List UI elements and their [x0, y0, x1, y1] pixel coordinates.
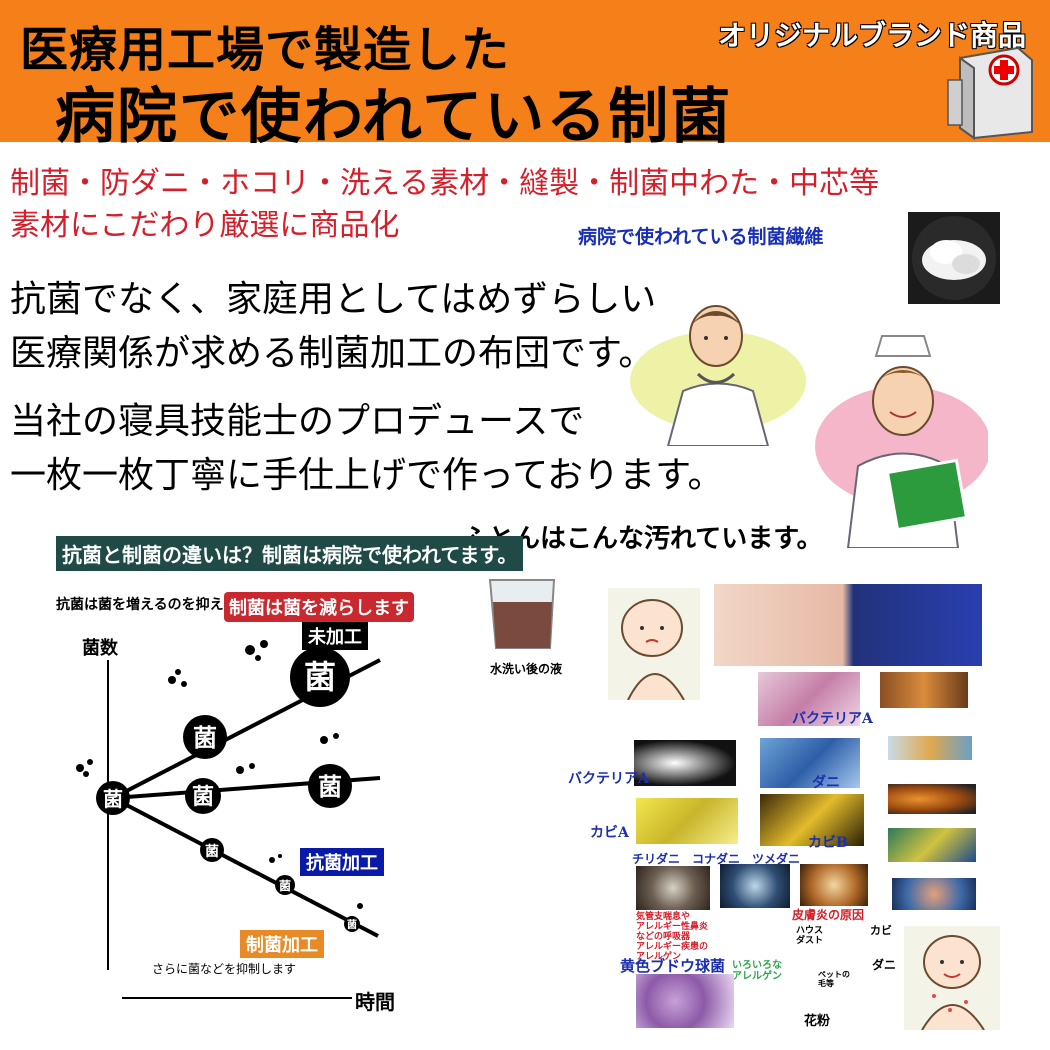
staph-photo	[636, 974, 734, 1028]
sick-baby-illustration	[608, 588, 700, 700]
chart-title: 抗菌と制菌の違いは？制菌は病院で使われてます。	[56, 536, 524, 571]
kabi-b-label: カビB	[808, 835, 848, 851]
mold-a-photo	[636, 798, 738, 844]
first-aid-cabinet-icon	[947, 46, 1033, 140]
staph-label: 黄色ブドウ球菌	[620, 957, 726, 975]
wash-liquid-label: 水洗い後の液	[490, 662, 563, 676]
bacteria-orange-photo	[888, 784, 976, 814]
svg-text:菌: 菌	[205, 843, 219, 860]
node-sterile-1: 菌	[200, 838, 224, 862]
chart-antibac-note: 抗菌は菌を増えるのを抑えるだけ	[56, 597, 266, 613]
bacteria-rod-photo	[880, 672, 968, 708]
svg-text:菌: 菌	[192, 785, 214, 810]
various-allergen-label: いろいろなアレルゲン	[732, 960, 782, 982]
line-sterile	[112, 796, 379, 938]
dani-label-1: ダニ	[812, 775, 840, 791]
bacteria-a-label-1: バクテリアA	[792, 711, 873, 727]
node-untreated-1: 菌	[183, 715, 227, 759]
bacteria-a-label-2: バクテリアA	[568, 771, 649, 787]
body-line4: 一枚一枚丁寧に手仕上げで作っております。	[10, 455, 724, 496]
chart-note: さらに菌などを抑制します	[152, 962, 297, 976]
mite-names-label: チリダニ コナダニ ツメダニ	[632, 852, 801, 866]
tag-sterile: 制菌加工	[240, 930, 324, 958]
pollen-label: 花粉	[804, 1014, 831, 1029]
skin-disease-label: 皮膚炎の原因	[792, 908, 865, 922]
mite-closeup-photo	[892, 878, 976, 910]
fiber-photo	[908, 212, 1000, 304]
chart-sterile-note: 制菌は菌を減らします	[224, 592, 414, 622]
dust-mite-photo	[636, 866, 710, 910]
mite-tan-photo	[888, 736, 972, 760]
flour-mite-photo	[720, 864, 790, 908]
sleeping-people-photo	[714, 584, 982, 666]
body-line3: 当社の寝具技能士のプロデュースで	[10, 401, 585, 442]
doctor-illustration	[630, 305, 806, 446]
node-sterile-2: 菌	[275, 875, 295, 895]
tag-antibac: 抗菌加工	[300, 848, 384, 876]
mold-green-photo	[888, 828, 976, 862]
bacteria-em-photo	[634, 740, 736, 786]
bacteria-growth-diagram: 菌 菌 菌 菌 菌 菌 菌 菌	[76, 640, 381, 999]
nurse-illustration	[815, 335, 988, 548]
mite-cluster-icon	[76, 640, 363, 909]
bacteria-a-photo	[758, 672, 860, 726]
node-untreated-2: 菌	[290, 647, 350, 707]
header-title-line2: 病院で使われている制菌	[55, 82, 733, 152]
node-origin: 菌	[96, 781, 130, 815]
svg-text:菌: 菌	[347, 918, 357, 931]
brand-label: オリジナルブランド商品	[718, 19, 1027, 52]
body-line1: 抗菌でなく、家庭用としてはめずらしい	[10, 279, 657, 320]
header-banner	[0, 0, 1050, 142]
node-sterile-3: 菌	[344, 916, 360, 932]
materials-line1: 制菌・防ダニ・ホコリ・洗える素材・縫製・制菌中わた・中芯等	[10, 166, 880, 201]
node-antibac-1: 菌	[185, 778, 221, 814]
chart-x-label: 時間	[355, 990, 395, 1014]
fiber-label: 病院で使われている制菌繊維	[578, 226, 824, 248]
node-antibac-2: 菌	[308, 764, 352, 808]
tag-untreated: 未加工	[302, 622, 368, 650]
svg-text:菌: 菌	[193, 724, 217, 752]
header-title-line1: 医療用工場で製造した	[20, 22, 511, 78]
cheyletid-mite-photo	[800, 864, 868, 906]
svg-text:菌: 菌	[279, 878, 291, 893]
dani-label-2: ダニ	[872, 958, 897, 972]
beaker-photo	[488, 579, 556, 649]
kabi-a-label: カビA	[590, 825, 629, 841]
house-dust-label: ハウスダスト	[796, 926, 824, 946]
pet-hair-label: ペットの毛等	[818, 970, 850, 988]
materials-line2: 素材にこだわり厳選に商品化	[10, 208, 400, 243]
kabi-label: カビ	[870, 924, 892, 937]
svg-text:菌: 菌	[304, 658, 336, 696]
body-line2: 医療関係が求める制菌加工の布団です。	[10, 333, 655, 374]
mold-b-photo	[760, 794, 864, 846]
svg-text:菌: 菌	[318, 773, 342, 801]
itchy-baby-illustration	[904, 926, 1000, 1030]
chart-y-label: 菌数	[82, 638, 118, 659]
svg-text:菌: 菌	[103, 787, 123, 811]
mite-blue-photo	[760, 738, 860, 788]
allergy-note: 気管支喘息や アレルギー性鼻炎 などの呼吸器 アレルギー疾患の アレルゲン	[636, 912, 709, 962]
